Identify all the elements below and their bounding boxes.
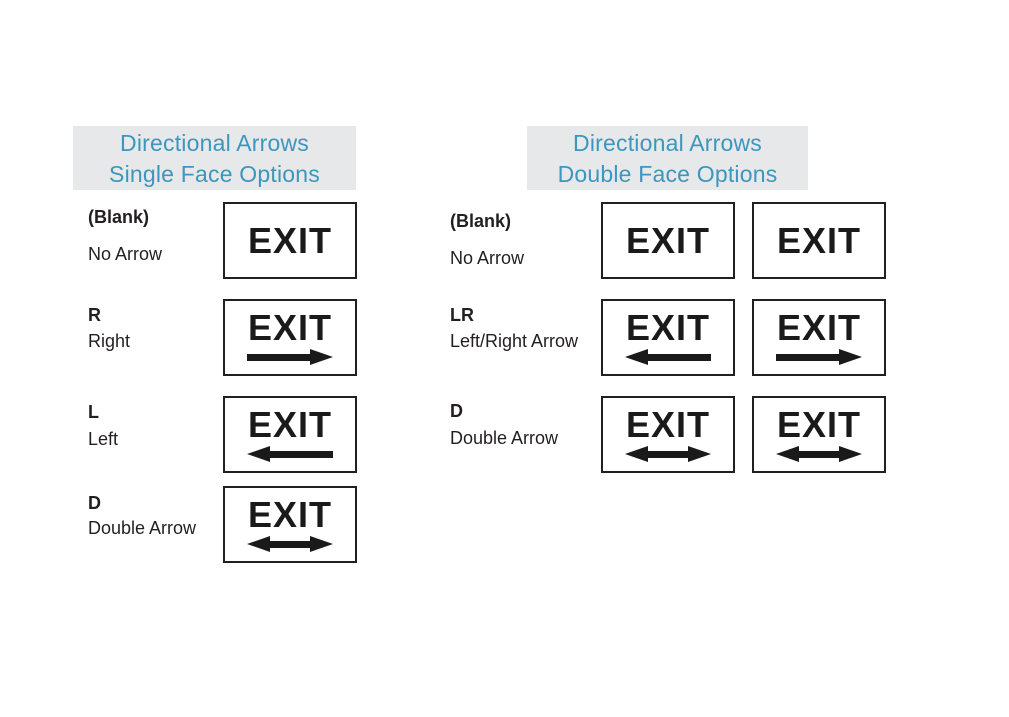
arrow-shaft xyxy=(270,450,333,458)
option-code: (Blank) xyxy=(450,211,512,231)
option-code: D xyxy=(88,493,101,513)
option-label-double-single: D Double Arrow xyxy=(88,492,228,540)
option-code: (Blank) xyxy=(88,207,150,227)
option-label-blank-double: (Blank) No Arrow xyxy=(450,210,600,270)
option-code: L xyxy=(88,402,99,422)
exit-sign-text: EXIT xyxy=(625,307,710,348)
arrow-right-head xyxy=(310,536,333,552)
exit-sign: EXIT xyxy=(601,202,735,279)
arrow-left-head xyxy=(247,446,270,462)
arrow-left-head xyxy=(625,349,648,365)
arrow-right-head xyxy=(839,349,862,365)
single-face-header-line1: Directional Arrows xyxy=(120,130,309,156)
option-description: Left/Right Arrow xyxy=(450,331,579,351)
exit-sign-text: EXIT xyxy=(247,219,332,261)
exit-sign: EXIT xyxy=(223,396,357,473)
exit-sign: EXIT xyxy=(752,396,886,473)
option-description: Double Arrow xyxy=(450,428,559,448)
option-description: Left xyxy=(88,429,119,449)
exit-sign-text: EXIT xyxy=(247,404,332,445)
direction-arrow-icon xyxy=(776,446,862,462)
arrow-shaft xyxy=(799,450,839,458)
arrow-left-head xyxy=(625,446,648,462)
direction-arrow-icon xyxy=(247,446,333,462)
exit-sign-text: EXIT xyxy=(247,307,332,348)
exit-sign: EXIT xyxy=(752,202,886,279)
option-description: No Arrow xyxy=(88,244,163,264)
exit-sign-text: EXIT xyxy=(776,307,861,348)
arrow-right-head xyxy=(839,446,862,462)
double-face-header-line2: Double Face Options xyxy=(557,161,778,187)
direction-arrow-icon xyxy=(625,446,711,462)
option-code: D xyxy=(450,401,463,421)
direction-arrow-icon xyxy=(625,349,711,365)
double-face-header: Directional Arrows Double Face Options xyxy=(527,126,808,190)
option-label-left: L Left xyxy=(88,401,228,451)
single-face-header-line2: Single Face Options xyxy=(109,161,320,187)
exit-sign-text: EXIT xyxy=(625,404,710,445)
arrow-shaft xyxy=(776,353,839,361)
exit-sign-text: EXIT xyxy=(625,219,710,261)
arrow-left-head xyxy=(776,446,799,462)
option-description: Right xyxy=(88,331,131,351)
arrow-right-head xyxy=(310,349,333,365)
direction-arrow-icon xyxy=(247,349,333,365)
direction-arrow-icon xyxy=(776,349,862,365)
option-label-left-right: LR Left/Right Arrow xyxy=(450,304,600,353)
exit-sign-text: EXIT xyxy=(247,494,332,535)
exit-sign: EXIT xyxy=(223,486,357,563)
arrow-shaft xyxy=(648,353,711,361)
arrow-shaft xyxy=(247,353,310,361)
arrow-shaft xyxy=(270,540,310,548)
option-label-blank-single: (Blank) No Arrow xyxy=(88,206,228,266)
option-label-right: R Right xyxy=(88,304,228,353)
exit-sign: EXIT xyxy=(601,396,735,473)
exit-sign-text: EXIT xyxy=(776,404,861,445)
direction-arrow-icon xyxy=(247,536,333,552)
option-description: No Arrow xyxy=(450,248,525,268)
exit-sign: EXIT xyxy=(223,202,357,279)
option-description: Double Arrow xyxy=(88,518,197,538)
arrow-left-head xyxy=(247,536,270,552)
option-code: LR xyxy=(450,305,474,325)
single-face-header: Directional Arrows Single Face Options xyxy=(73,126,356,190)
exit-sign-text: EXIT xyxy=(776,219,861,261)
arrow-right-head xyxy=(688,446,711,462)
option-code: R xyxy=(88,305,101,325)
exit-sign: EXIT xyxy=(223,299,357,376)
arrow-shaft xyxy=(648,450,688,458)
option-label-double-double: D Double Arrow xyxy=(450,400,600,450)
double-face-header-line1: Directional Arrows xyxy=(573,130,762,156)
exit-sign: EXIT xyxy=(752,299,886,376)
exit-sign: EXIT xyxy=(601,299,735,376)
